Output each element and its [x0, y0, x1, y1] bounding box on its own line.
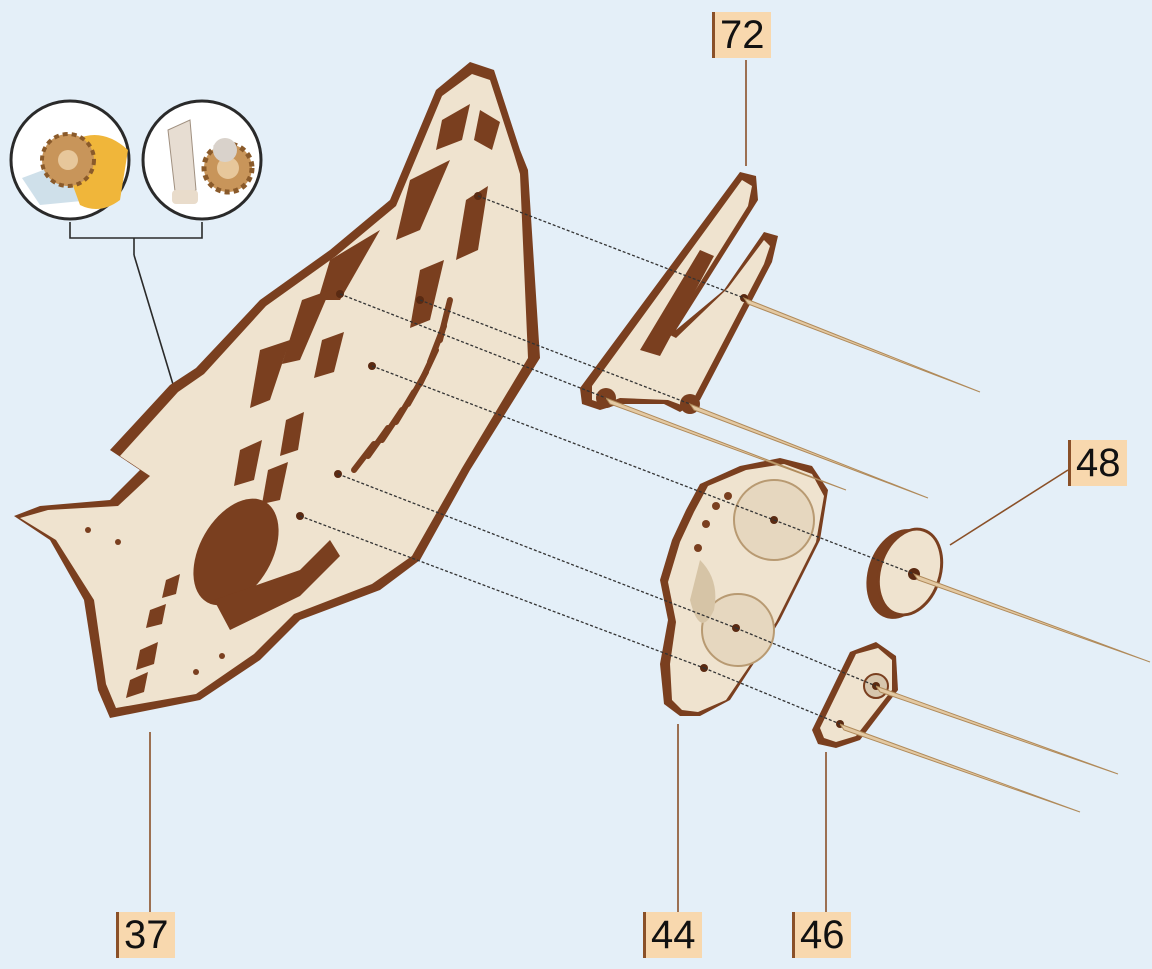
leader-48 [950, 470, 1068, 545]
part-label-46: 46 [792, 912, 851, 958]
part-72-lever [580, 172, 778, 414]
part-label-48: 48 [1068, 440, 1127, 486]
part-label-44: 44 [643, 912, 702, 958]
part-44-gear-plate [660, 458, 828, 716]
part-label-37: 37 [116, 912, 175, 958]
glue-detail-icon [11, 101, 129, 219]
part-label-72: 72 [712, 12, 771, 58]
gear-bushing-detail-icon [143, 101, 261, 219]
part-48-gear [855, 520, 952, 627]
